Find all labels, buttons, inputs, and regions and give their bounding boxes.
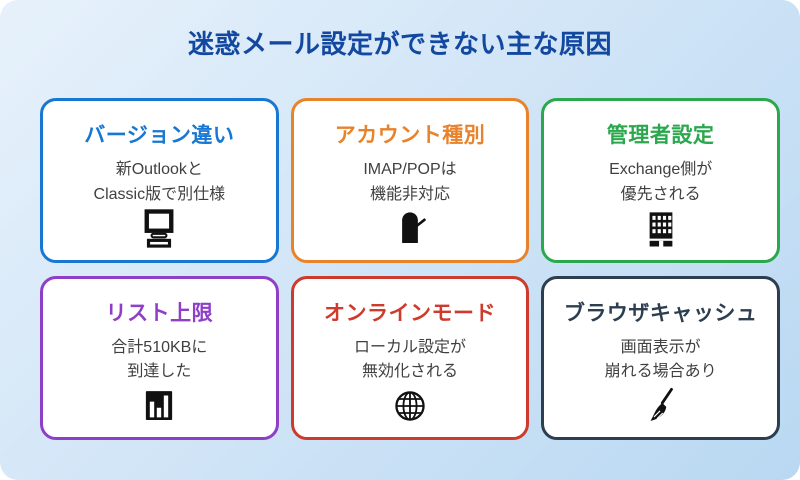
- card-description: 画面表示が 崩れる場合あり: [605, 336, 717, 386]
- card-description-line: 崩れる場合あり: [604, 363, 717, 381]
- globe-icon: [388, 385, 432, 427]
- card-description-line: Exchange側が: [609, 161, 713, 178]
- card-browser-cache: ブラウザキャッシュ 画面表示が 崩れる場合あり: [541, 275, 780, 441]
- card-title: ブラウザキャッシュ: [563, 301, 758, 325]
- card-title: オンラインモード: [323, 301, 496, 325]
- card-account-type: アカウント種別 IMAP/POPは 機能非対応: [290, 98, 530, 263]
- card-description-line: Classic版で別仕様: [93, 185, 226, 203]
- desktop-computer-icon: [137, 208, 181, 250]
- card-description: 合計510KBに 到達した: [111, 336, 207, 386]
- card-description: IMAP/POPは 機能非対応: [363, 158, 456, 208]
- card-version-difference: バージョン違い 新Outlookと Classic版で別仕様: [40, 98, 279, 263]
- card-description-line: 無効化される: [361, 363, 458, 381]
- mailbox-icon: [388, 208, 432, 250]
- card-description-line: 到達した: [127, 363, 192, 381]
- card-description: 新Outlookと Classic版で別仕様: [94, 158, 226, 208]
- card-title: 管理者設定: [606, 124, 715, 147]
- bar-chart-icon: [137, 385, 181, 427]
- card-description-line: 機能非対応: [369, 185, 450, 203]
- cards-grid: バージョン違い 新Outlookと Classic版で別仕様 アカウント種別 I…: [40, 98, 780, 441]
- card-description-line: ローカル設定が: [353, 338, 466, 356]
- card-description-line: 画面表示が: [620, 338, 701, 356]
- card-description-line: 優先される: [620, 185, 701, 203]
- card-admin-settings: 管理者設定 Exchange側が 優先される: [541, 98, 780, 263]
- card-online-mode: オンラインモード ローカル設定が 無効化される: [290, 275, 530, 441]
- card-description: Exchange側が 優先される: [609, 158, 712, 208]
- office-building-icon: [639, 208, 683, 250]
- card-description: ローカル設定が 無効化される: [354, 336, 466, 386]
- card-title: アカウント種別: [334, 124, 486, 147]
- card-description-line: 合計510KBに: [111, 338, 208, 356]
- card-description-line: 新Outlookと: [115, 161, 203, 178]
- paintbrush-icon: [639, 385, 683, 427]
- page-title: 迷惑メール設定ができない主な原因: [187, 29, 612, 59]
- card-list-limit: リスト上限 合計510KBに 到達した: [40, 275, 279, 441]
- card-title: リスト上限: [105, 301, 214, 325]
- card-title: バージョン違い: [84, 124, 235, 147]
- card-description-line: IMAP/POPは: [363, 161, 457, 178]
